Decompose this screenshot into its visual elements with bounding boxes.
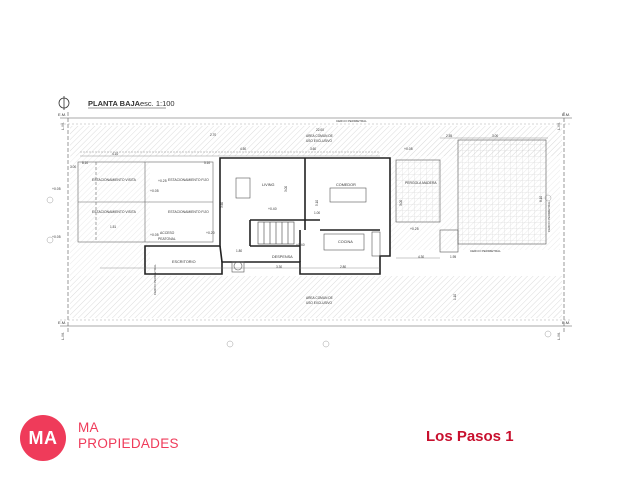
dimension-label: 3.00 [492,134,498,138]
dimension-label: 1.95 [450,255,456,259]
common-area-bottom [70,276,562,318]
dimension-label: 4.30 [418,255,424,259]
kitchen-island-icon [323,233,365,251]
plan-title-block: PLANTA BAJA esc. 1:100 [58,96,175,110]
room-label-parking-fixed-1: ESTACIONAMIENTO FIJO [168,178,209,182]
parking-area [77,161,214,243]
fence-label-right: CERCO PERIMETRAL [470,249,501,253]
brand-name-line2: PROPIEDADES [78,436,179,451]
dimension-label: 8.10 [539,196,543,202]
margin-lm-top-right: L.M. [556,122,561,130]
pool-area [457,139,547,245]
dimension-label: 5.10 [204,161,210,165]
sofa-icon [235,177,251,199]
brand-logo: MA MA PROPIEDADES [20,415,180,461]
brand-initials: MA [28,427,58,448]
dimension-label: 3.00 [399,200,403,206]
kitchen-counter-icon [371,231,381,257]
level-mark: +0.05 [52,235,61,239]
dimension-label: 22.00 [316,128,324,132]
level-mark: +0.05 [150,233,159,237]
dimension-label: 1.51 [110,225,116,229]
fence-label-top: CERCO PERIMETRAL [336,119,367,123]
area-label-top-line1: AREA COMUN DE [306,134,333,138]
room-label-parking-visit-2: ESTACIONAMIENTO VISITA [92,210,137,214]
pergola-area [395,139,547,253]
level-mark: +0.25 [410,227,419,231]
stair-block [257,221,295,245]
room-label-cocina: COCINA [338,240,353,244]
level-mark: +0.40 [296,243,305,247]
plan-title: PLANTA BAJA [88,99,141,108]
dimension-label: 3.00 [70,165,76,169]
level-mark: +0.20 [206,231,215,235]
brand-logo-circle: MA [20,415,66,461]
axis-markers [46,194,552,348]
area-label-bottom-line2: USO EXCLUSIVO [306,301,333,305]
dimension-label: 3.30 [276,265,282,269]
room-label-despensa: DESPENSA [272,255,293,259]
dining-table-icon [329,187,367,203]
dimension-label: 3.00 [284,186,288,192]
level-mark: +0.05 [52,187,61,191]
plan-scale: esc. 1:100 [140,99,175,108]
level-mark: +0.05 [150,189,159,193]
room-label-pergola: PERGOLA MADERA [405,181,437,185]
margin-em-bottom-left: E.M. [58,320,66,325]
dimension-label: 4.50 [240,147,246,151]
project-title: Los Pasos 1 [426,428,514,445]
room-label-peatonal: PEATONAL [158,237,176,241]
dimension-label: 1.00 [314,211,320,215]
level-mark: +0.25 [158,179,167,183]
brand-name-line1: MA [78,420,99,435]
fence-label-left: CERCO PERIMETRAL [153,264,157,295]
area-label-top-line2: USO EXCLUSIVO [306,139,333,143]
toilet-icon [233,261,243,271]
margin-lm-bottom-right: L.M. [556,332,561,340]
margin-em-bottom-right: E.M. [562,320,570,325]
lot-boundary [60,112,572,332]
dimension-label: 2.70 [210,133,216,137]
room-label-acceso: ACCESO [160,231,175,235]
dimension-label: 2.80 [340,265,346,269]
dimension-label: 5.10 [315,200,319,206]
dimension-label: 3.60 [220,202,224,208]
fence-label-right-vertical: CERCO PERIMETRAL [547,201,551,232]
room-label-escritorio: ESCRITORIO [172,260,196,264]
house-walls [144,157,391,275]
room-label-parking-fixed-2: ESTACIONAMIENTO FIJO [168,210,209,214]
area-label-bottom-line1: AREA COMUN DE [306,296,333,300]
margin-em-top-right: E.M. [562,112,570,117]
room-label-comedor: COMEDOR [336,183,356,187]
dimension-label: 2.55 [446,134,452,138]
margin-em-top-left: E.M. [58,112,66,117]
dimension-label: 8.10 [82,161,88,165]
room-label-parking-visit-1: ESTACIONAMIENTO VISITA [92,178,137,182]
margin-lm-top-left: L.M. [60,122,65,130]
furniture [231,177,381,273]
dimension-label: 1.80 [236,249,242,253]
dimension-label: 3.60 [310,147,316,151]
room-label-living: LIVING [262,183,274,187]
dimension-label: 1.10 [453,294,457,300]
level-mark: +0.05 [404,147,413,151]
dimension-label: 4.10 [112,152,118,156]
level-mark: +0.40 [268,207,277,211]
margin-lm-bottom-left: L.M. [60,332,65,340]
brand-name: MA PROPIEDADES [78,420,179,452]
